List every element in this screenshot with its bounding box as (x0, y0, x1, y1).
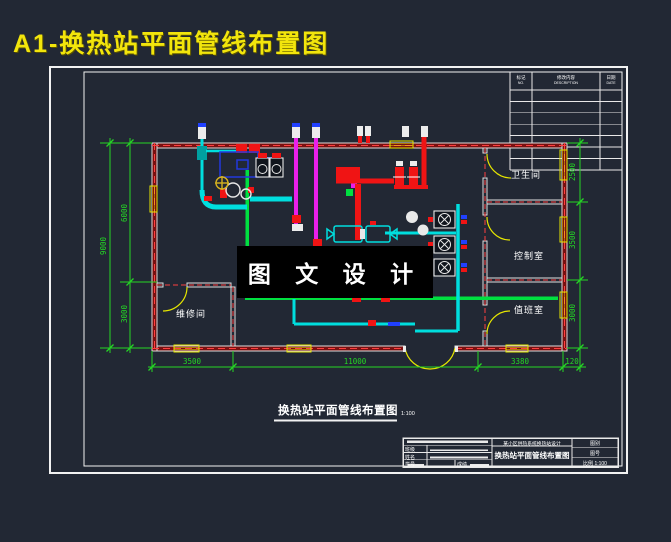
doors (162, 153, 512, 370)
fan-coil-units (428, 210, 467, 277)
watermark-text: 图 文 设 计 (247, 261, 423, 287)
drawing-caption-scale: 1:100 (401, 411, 415, 417)
page-title: A1-换热站平面管线布置图 (13, 30, 330, 58)
pipes-red (204, 137, 428, 246)
revision-col-date-cn: 日期 (606, 75, 616, 80)
revision-col-no-en: NO. (517, 80, 525, 85)
revision-col-description-en: DESCRIPTION (554, 80, 578, 85)
dim-right-2500: 2500 (568, 162, 577, 182)
pipe-risers (198, 123, 428, 143)
revision-col-description: 修改内容 DESCRIPTION (532, 75, 600, 85)
dimension-ticks (106, 139, 584, 371)
dimension-lines (100, 138, 588, 372)
sheet-frame (48, 65, 629, 475)
floor-drain-symbol (215, 176, 229, 190)
dim-bottom-11000: 11000 (343, 357, 367, 366)
titleblock-label-class: 班级 (405, 447, 416, 454)
pipes-magenta (294, 132, 357, 244)
titleblock-field-scale-label: 比例 (583, 460, 594, 467)
room-label-bathroom: 卫生间 (511, 170, 542, 180)
titleblock-drawing-title: 换热站平面管线布置图 (494, 451, 570, 460)
room-label-repair-room: 维修间 (176, 309, 207, 319)
titleblock-label-number: 学号 (405, 462, 416, 468)
titleblock-field-scale: 比例 1:100 (573, 460, 617, 467)
dim-left-3000: 3000 (120, 304, 129, 324)
interior-walls (156, 147, 563, 347)
circulation-pumps (225, 182, 429, 236)
pump-motor-units (255, 153, 284, 178)
heat-exchangers (326, 221, 398, 243)
titleblock-field-drawing-type-label: 图别 (589, 441, 600, 448)
revision-col-no-cn: 标记 (516, 75, 526, 80)
pipes-cyan (197, 131, 460, 333)
titleblock-field-scale-value: 1:100 (594, 460, 607, 467)
drawing-caption: 换热站平面管线布置图 1:100 (278, 402, 415, 418)
titleblock-field-drawing-no-label: 图号 (589, 451, 600, 457)
windows (149, 140, 568, 353)
titleblock-label-grade: 成绩 (457, 462, 468, 468)
title-block-grid (402, 437, 619, 468)
revision-col-no: 标记 NO. (510, 75, 532, 85)
drawing-caption-title: 换热站平面管线布置图 (278, 405, 398, 417)
revision-col-date: 日期 DATE (600, 75, 622, 85)
room-label-control-room: 控制室 (514, 251, 545, 261)
dim-bottom-3380: 3380 (510, 357, 530, 366)
revision-col-date-en: DATE (606, 80, 616, 85)
dim-left-9000: 9000 (99, 236, 108, 256)
room-label-duty-room: 值班室 (514, 305, 545, 315)
dim-left-6000: 6000 (120, 203, 129, 223)
titleblock-field-drawing-no: 图号 (573, 450, 617, 457)
equipment (215, 151, 467, 277)
dim-bottom-3500: 3500 (182, 357, 202, 366)
dim-bottom-120: 120 (565, 357, 579, 366)
dim-right-3000: 3000 (568, 303, 577, 323)
dim-right-3500: 3500 (568, 230, 577, 250)
titleblock-project-title: 某小区供热系统换热站设计 (503, 441, 561, 447)
titleblock-field-drawing-type: 图别 (573, 440, 617, 447)
titleblock-label-name: 姓名 (405, 454, 416, 461)
revision-col-description-cn: 修改内容 (557, 75, 575, 80)
watermark-band: 图 文 设 计 (237, 246, 433, 298)
